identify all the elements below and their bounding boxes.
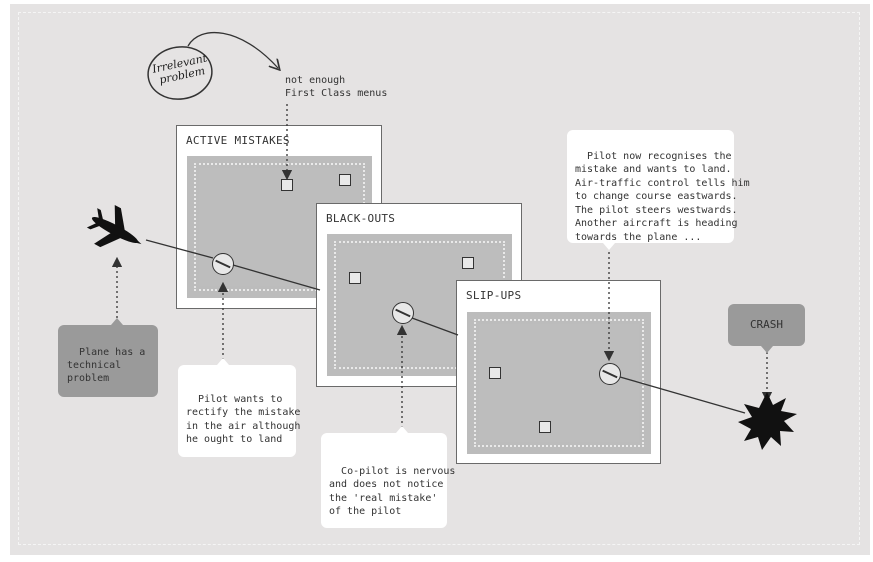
mistake-hole [599,363,621,385]
callout-text: Pilot wants to rectify the mistake in th… [186,393,301,446]
callout-text: Co-pilot is nervous and does not notice … [329,465,456,518]
card-title: ACTIVE MISTAKES [186,134,290,147]
airplane-icon [86,204,142,248]
callout-plane-problem: Plane has a technical problem [58,325,158,397]
callout-crash: CRASH [728,304,805,346]
callout-copilot: Co-pilot is nervous and does not notice … [321,433,455,528]
hazard-square [339,174,351,186]
card-title: SLIP-UPS [466,289,522,302]
callout-tail [396,426,408,433]
card-slip-ups: SLIP-UPS [456,280,661,464]
explosion-icon [738,392,797,450]
callout-pilot-rectify: Pilot wants to rectify the mistake in th… [178,365,300,457]
hazard-square [349,272,361,284]
callout-tail [761,346,773,353]
hazard-square [489,367,501,379]
callout-text: Pilot now recognises the mistake and wan… [575,150,750,243]
card-title: BLACK-OUTS [326,212,396,225]
hazard-square [539,421,551,433]
callout-tail [111,318,123,325]
irrelevant-example-text: not enough First Class menus [285,75,388,99]
hazard-square [462,257,474,269]
mistake-hole [212,253,234,275]
background-dashed-frame [18,12,860,545]
callout-pilot-recognises: Pilot now recognises the mistake and wan… [567,130,750,243]
callout-tail [217,358,229,365]
callout-text: CRASH [749,318,784,331]
callout-tail [603,243,615,250]
hand-drawn-circle [147,46,213,100]
curved-arrow [187,32,278,68]
callout-text: Plane has a technical problem [67,347,146,384]
mistake-hole [392,302,414,324]
card-panel [467,312,651,454]
